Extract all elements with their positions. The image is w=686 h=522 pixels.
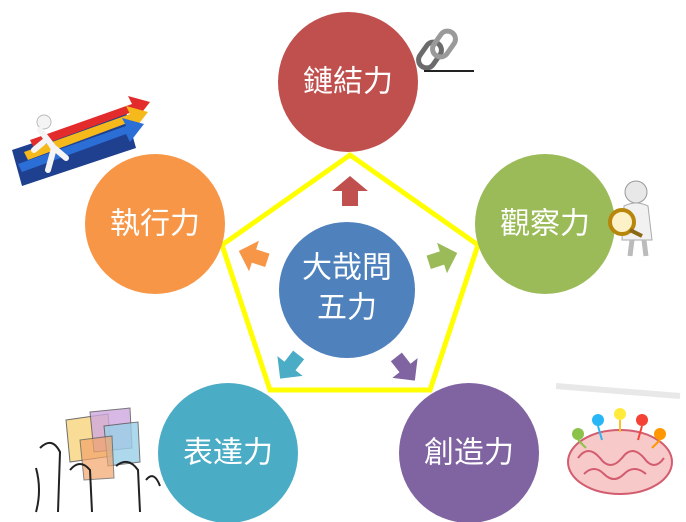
brain-lightbulbs-icon [555, 383, 681, 495]
center-circle [279, 222, 415, 358]
chain-link-icon [416, 28, 474, 72]
arrow-to-observation [426, 242, 458, 274]
stairs-arrows-runner-icon [12, 96, 150, 186]
node-observation-label: 觀察力 [500, 207, 590, 242]
node-linking-circle [278, 12, 418, 152]
center-label-line2: 五力 [317, 291, 377, 326]
pentagon-frame [219, 151, 481, 393]
arrow-to-expression [277, 350, 305, 379]
node-expression-label: 表達力 [183, 436, 273, 471]
people-speech-icon [35, 407, 161, 513]
arrow-to-creativity [390, 352, 418, 381]
node-execution-circle [85, 154, 225, 294]
node-observation-circle [475, 154, 615, 294]
center-label-line1: 大哉問 [302, 251, 392, 286]
node-creativity-circle [399, 383, 539, 522]
magnifier-figure-icon [608, 180, 653, 257]
arrow-to-execution [238, 240, 270, 272]
node-execution-label: 執行力 [110, 207, 200, 242]
node-expression-circle [158, 383, 298, 522]
node-linking-label: 鏈結力 [303, 65, 393, 100]
node-creativity-label: 創造力 [424, 436, 514, 471]
arrow-to-linking [332, 176, 368, 206]
